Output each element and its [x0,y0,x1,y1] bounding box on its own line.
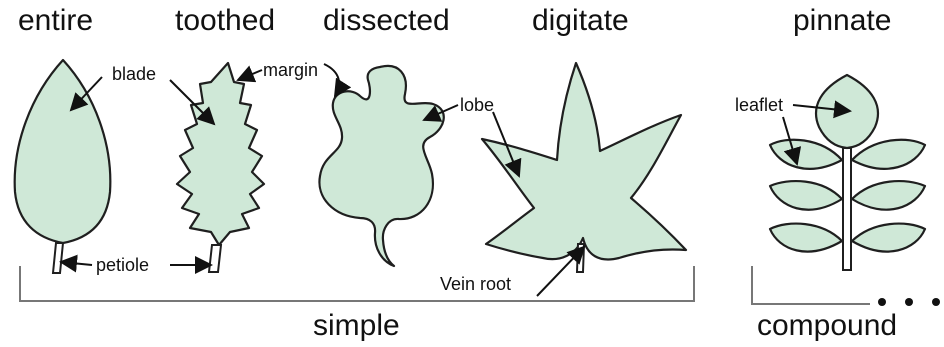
label-margin: margin [263,60,318,80]
ellipsis-dot-3 [932,298,940,306]
label-vein-root: Vein root [440,274,511,294]
compound-bracket [752,266,870,304]
label-lobe: lobe [460,95,494,115]
digitate-leaf [482,63,686,272]
label-blade: blade [112,64,156,84]
toothed-leaf [177,63,264,272]
entire-leaf [15,60,111,273]
label-compound: compound [757,309,897,343]
label-petiole: petiole [96,255,149,275]
ellipsis-dot-1 [878,298,886,306]
label-leaflet: leaflet [735,95,783,115]
margin-arrow-dissected [324,64,339,96]
petiole-arrow-left [61,262,92,265]
dissected-leaf [319,66,443,266]
label-simple: simple [313,309,400,343]
ellipsis-dot-2 [905,298,913,306]
margin-arrow [238,70,262,80]
